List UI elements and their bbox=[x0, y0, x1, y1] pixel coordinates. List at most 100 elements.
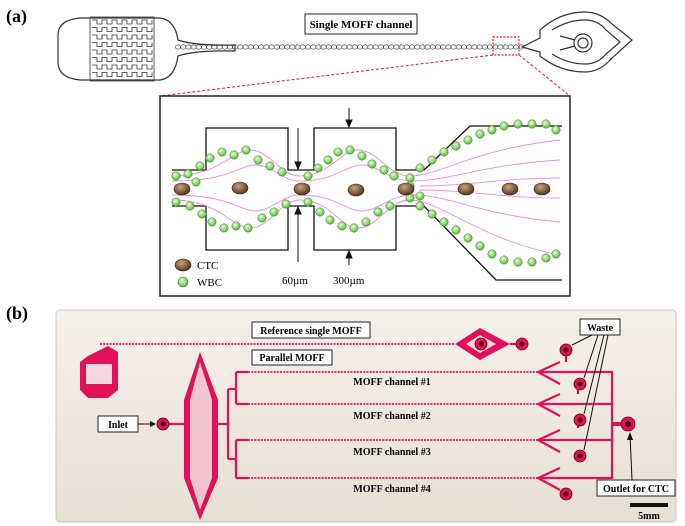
serpentine-segment bbox=[284, 44, 291, 50]
serpentine-segment bbox=[403, 44, 410, 50]
filter-row bbox=[92, 72, 153, 77]
outlet-structure bbox=[520, 11, 633, 73]
serpentine-segment bbox=[206, 44, 213, 50]
channel-wall-bottom bbox=[172, 205, 562, 281]
wbc-particle bbox=[205, 153, 215, 163]
waste-ports bbox=[559, 343, 587, 501]
wbc-particle bbox=[241, 145, 251, 155]
dim-narrow-label: 60µm bbox=[282, 275, 308, 287]
dim-wide-label: 300µm bbox=[333, 275, 365, 287]
serpentine-segment bbox=[247, 44, 254, 50]
moff-channels bbox=[248, 371, 538, 479]
wbc-particle bbox=[499, 121, 509, 131]
wbc-particle bbox=[487, 125, 497, 135]
wbc-particle bbox=[415, 201, 425, 211]
panel-b-tag: (b) bbox=[6, 303, 28, 324]
serpentine-segment bbox=[258, 44, 265, 50]
serpentine-segment bbox=[180, 44, 187, 50]
reference-outlet bbox=[455, 328, 529, 360]
wbc-particle bbox=[367, 159, 377, 169]
filter-row bbox=[92, 49, 153, 55]
wbc-particle bbox=[475, 129, 485, 139]
serpentine-segment bbox=[481, 44, 488, 50]
wbc-particle bbox=[373, 207, 383, 217]
wbc-particle bbox=[281, 199, 291, 209]
serpentine-segment bbox=[455, 44, 462, 50]
filter-row bbox=[92, 64, 153, 70]
scale-bar: 5mm bbox=[630, 503, 668, 522]
channel-2-label: MOFF channel #2 bbox=[353, 411, 430, 422]
serpentine-segment bbox=[424, 44, 431, 50]
wbc-particle bbox=[487, 249, 497, 259]
wbc-particle bbox=[171, 171, 181, 181]
wbc-particle bbox=[541, 253, 551, 263]
wbc-particle bbox=[195, 161, 205, 171]
ctc-particle bbox=[347, 183, 365, 197]
wbc-particle bbox=[551, 125, 561, 135]
serpentine-segment bbox=[461, 44, 467, 50]
wbc-particle bbox=[243, 223, 253, 233]
wbc-particle bbox=[499, 255, 509, 265]
single-moff-title: Single MOFF channel bbox=[310, 19, 413, 31]
serpentine-segment bbox=[476, 44, 483, 50]
filter-row bbox=[92, 34, 153, 40]
distribution-tree bbox=[218, 370, 248, 480]
serpentine-segment bbox=[388, 44, 395, 50]
wbc-particle bbox=[219, 223, 229, 233]
serpentine-segment bbox=[466, 44, 473, 50]
serpentine-segment bbox=[263, 44, 270, 50]
ctc-particle bbox=[397, 182, 415, 196]
serpentine-segment bbox=[341, 44, 348, 50]
wbc-particle bbox=[415, 191, 425, 201]
panel-a-tag: (a) bbox=[6, 6, 27, 27]
serpentine-segment bbox=[268, 44, 275, 50]
serpentine-channel bbox=[175, 44, 525, 50]
scale-label: 5mm bbox=[638, 511, 660, 522]
wbc-particles bbox=[171, 119, 561, 267]
wbc-particle bbox=[207, 217, 217, 227]
zoom-view: 60µm 300µm CTC WBC bbox=[159, 95, 571, 297]
wbc-particle bbox=[439, 217, 449, 227]
serpentine-segment bbox=[502, 44, 509, 50]
filter-frame bbox=[89, 16, 155, 82]
wbc-particle bbox=[197, 209, 207, 219]
serpentine-segment bbox=[242, 44, 249, 50]
filter-row bbox=[92, 27, 153, 32]
serpentine-segment bbox=[346, 44, 353, 50]
serpentine-segment bbox=[445, 44, 452, 50]
wbc-particle bbox=[191, 177, 201, 187]
serpentine-segment bbox=[507, 44, 514, 50]
serpentine-segment bbox=[305, 44, 311, 50]
serpentine-segment bbox=[409, 44, 415, 50]
wbc-particle bbox=[439, 147, 449, 157]
legend-ctc: CTC bbox=[197, 260, 218, 272]
wbc-particle bbox=[231, 221, 241, 231]
serpentine-segment bbox=[362, 44, 369, 50]
serpentine-segment bbox=[310, 44, 317, 50]
serpentine-segment bbox=[175, 44, 181, 50]
serpentine-segment bbox=[419, 44, 426, 50]
wbc-particle bbox=[257, 213, 267, 223]
wbc-particle bbox=[269, 207, 279, 217]
serpentine-segment bbox=[320, 44, 327, 50]
serpentine-segment bbox=[450, 44, 457, 50]
ctc-particle bbox=[293, 182, 311, 196]
reference-label: Reference single MOFF bbox=[260, 326, 361, 337]
serpentine-segment bbox=[279, 44, 285, 50]
wbc-particle bbox=[303, 197, 313, 207]
serpentine-segment bbox=[429, 44, 436, 50]
wbc-particle bbox=[463, 233, 473, 243]
wbc-particle bbox=[405, 173, 415, 183]
wbc-particle bbox=[337, 221, 347, 231]
serpentine-segment bbox=[201, 44, 207, 50]
filter-row bbox=[92, 42, 153, 47]
serpentine-segment bbox=[414, 44, 421, 50]
serpentine-segment bbox=[367, 44, 374, 50]
serpentine-segment bbox=[185, 44, 192, 50]
waste-label: Waste bbox=[587, 323, 614, 334]
outlet-arrow bbox=[629, 433, 633, 481]
serpentine-segment bbox=[440, 44, 447, 50]
serpentine-segment bbox=[325, 44, 332, 50]
wbc-particle bbox=[527, 257, 537, 267]
serpentine-segment bbox=[372, 44, 379, 50]
